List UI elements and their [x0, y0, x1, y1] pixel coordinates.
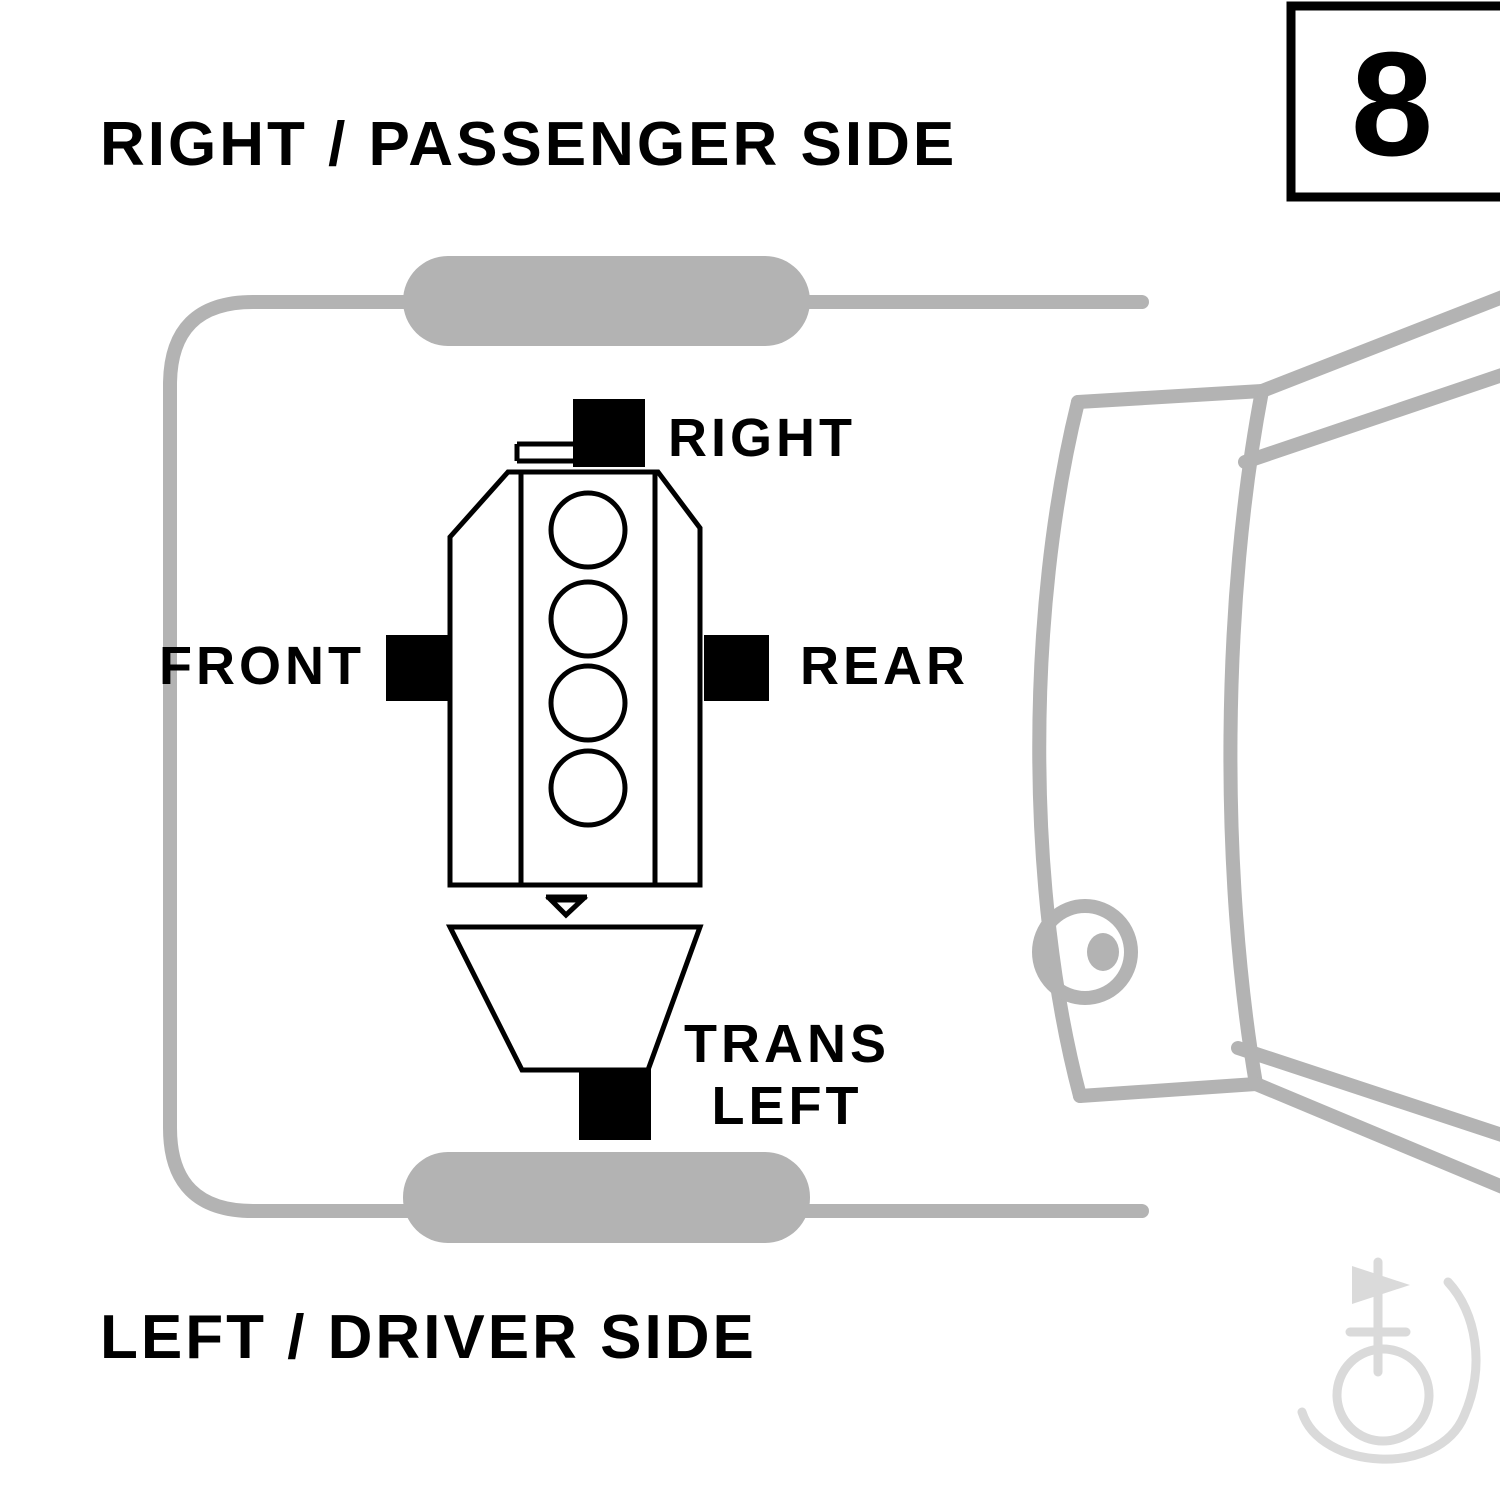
mount-front	[386, 635, 448, 701]
cylinder-icon	[548, 663, 628, 743]
car-windshield-right-arc	[1223, 384, 1269, 1091]
car-outline-group	[163, 256, 1500, 1243]
tire-top	[403, 256, 810, 346]
tire-bottom	[403, 1152, 810, 1243]
watermark-ring	[1332, 1344, 1434, 1446]
steering-wheel-hub	[1087, 933, 1119, 971]
car-windshield-bottom-edge	[1073, 1077, 1263, 1103]
car-hood-top-line	[1238, 368, 1500, 469]
brand-watermark-logo	[1297, 1257, 1481, 1464]
car-windshield-top-edge	[1071, 384, 1269, 409]
steering-wheel	[1032, 899, 1138, 1005]
watermark-swoosh	[1297, 1277, 1481, 1464]
cylinder-icon	[548, 579, 628, 659]
mount-rear-label: REAR	[800, 636, 969, 696]
transmission-body	[445, 924, 704, 1073]
car-windshield-left-arc	[1032, 395, 1087, 1103]
mount-trans-label-line1: TRANS	[684, 1014, 890, 1074]
cylinder-icon	[548, 490, 628, 570]
bolt-symbol-icon	[514, 441, 573, 464]
cylinder-icon	[548, 748, 628, 828]
bottom-side-label: LEFT / DRIVER SIDE	[100, 1303, 757, 1372]
funnel-symbol-icon	[544, 897, 589, 919]
mount-trans-label-line2: LEFT	[712, 1076, 863, 1136]
mount-rear	[704, 635, 769, 701]
car-hood-bottom-line	[1231, 1041, 1500, 1142]
top-side-label: RIGHT / PASSENGER SIDE	[100, 110, 957, 179]
car-apillar-bottom-line	[1249, 1077, 1500, 1194]
page-number-box	[1286, 1, 1500, 202]
mount-front-label: FRONT	[159, 636, 365, 696]
engine-group	[447, 469, 703, 888]
mount-right-label: RIGHT	[668, 408, 856, 468]
page-number: 8	[1351, 22, 1433, 187]
mount-trans-left	[579, 1068, 651, 1140]
mount-right	[573, 399, 645, 467]
mounts-group	[386, 399, 769, 1140]
car-apillar-top-line	[1255, 290, 1500, 398]
transmission-group	[445, 894, 704, 1073]
car-body-outline	[163, 295, 1149, 1218]
